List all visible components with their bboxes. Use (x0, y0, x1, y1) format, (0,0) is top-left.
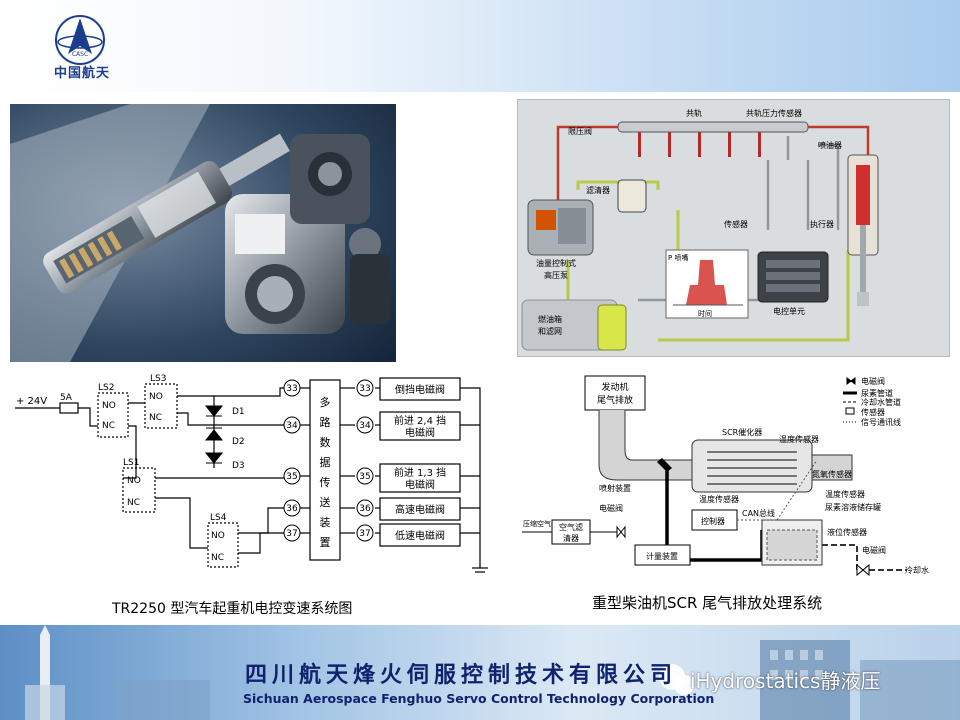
ls1-no: NO (127, 476, 141, 486)
right-pin-37: 37 (359, 529, 370, 539)
common-rail-label: 共轨 (686, 108, 702, 118)
ls2-no: NO (102, 401, 116, 411)
p-nozzle-label: P 喷嘴 (668, 253, 688, 262)
casc-badge-text: CASC (72, 51, 88, 58)
time-label: 时间 (698, 309, 712, 318)
footer-scenery-icon (25, 625, 960, 720)
ls3-no: NO (149, 392, 163, 402)
ecu-label: 电控单元 (773, 306, 805, 316)
mux-char-1: 路 (320, 416, 331, 429)
engine-label-line2: 尾气排放 (597, 394, 633, 406)
valve-fwd24-line2: 电磁阀 (405, 426, 435, 439)
valve-fwd13-line2: 电磁阀 (405, 478, 435, 491)
valve-fwd13-line1: 前进 1,3 挡 (394, 466, 446, 479)
scr-exhaust-diagram: 发动机 尾气排放 SCR催化器 温度传感器 氮氧传感器 温度传感器 尿素溶液储存… (517, 370, 937, 580)
d3-label: D3 (232, 461, 245, 471)
valve-fwd24-line1: 前进 2,4 挡 (394, 414, 446, 427)
level-sensor-label: 液位传感器 (827, 527, 867, 537)
ls4-no: NO (211, 531, 225, 541)
solenoid-left-label: 电磁阀 (599, 503, 623, 513)
ls3-label: LS3 (150, 374, 166, 384)
coolant-label: 冷却水 (905, 565, 929, 575)
sensor-label: 传感器 (724, 219, 748, 229)
actuator-label: 执行器 (810, 219, 834, 229)
temp-sensor2-label: 温度传感器 (825, 489, 865, 499)
injector-device-label: 喷射装置 (599, 483, 631, 493)
common-rail-schematic: 共轨 共轨压力传感器 限压阀 喷油器 滤清器 传感器 执行器 油量控制式 高压泵… (518, 100, 949, 356)
legend-solenoid: 电磁阀 (861, 376, 885, 386)
mux-char-7: 置 (320, 536, 331, 549)
logo-caption: 中国航天 (53, 66, 110, 81)
catalyst-label: SCR催化器 (722, 427, 762, 437)
tank-label-line1: 燃油箱 (538, 314, 562, 324)
mux-char-4: 传 (320, 476, 331, 489)
solenoid-right-label: 电磁阀 (862, 545, 886, 555)
supply-voltage-label: + 24V (16, 396, 47, 407)
company-name-en: Sichuan Aerospace Fenghuo Servo Control … (243, 691, 715, 706)
transmission-circuit-diagram: + 24V 5A LS2 LS3 LS1 LS4 NO NC NO NC NO … (10, 368, 495, 578)
valve-low-speed: 低速电磁阀 (395, 529, 445, 542)
footer-banner: 四川航天烽火伺服控制技术有限公司 Sichuan Aerospace Fengh… (0, 625, 960, 720)
temp-sensor-label: 温度传感器 (779, 434, 819, 444)
air-filter-line1: 空气滤 (559, 522, 583, 532)
left-pin-37: 37 (286, 529, 297, 539)
tank-label-line2: 和滤网 (538, 326, 562, 336)
left-pin-35: 35 (286, 472, 297, 482)
engine-label-line1: 发动机 (601, 381, 628, 393)
air-filter-line2: 清器 (563, 533, 579, 543)
mux-char-5: 送 (320, 495, 331, 509)
valve-high-speed: 高速电磁阀 (395, 503, 445, 516)
ls2-nc: NC (102, 421, 115, 431)
rail-pressure-sensor-label: 共轨压力传感器 (746, 108, 802, 118)
controller-label: 控制器 (701, 516, 725, 526)
fuse-label: 5A (60, 393, 73, 403)
legend-signal-line: 信号通讯线 (861, 417, 901, 427)
wechat-watermark: iHydrostatics静液压 (690, 669, 881, 693)
ls3-nc: NC (149, 413, 162, 423)
ls4-label: LS4 (210, 513, 227, 523)
legend-sensor: 传感器 (861, 407, 885, 417)
ls1-label: LS1 (123, 458, 139, 468)
filter-label: 滤清器 (586, 185, 610, 195)
header-banner: CASC 中国航天 (0, 0, 960, 92)
urea-tank-label: 尿素溶液储存罐 (825, 502, 881, 512)
mux-char-3: 据 (320, 455, 331, 469)
pump-label-line1: 油量控制式 (536, 258, 576, 268)
right-pin-36: 36 (359, 504, 371, 514)
ls4-nc: NC (211, 553, 224, 563)
valve-reverse: 倒挡电磁阀 (395, 383, 445, 396)
can-bus-label: CAN总线 (742, 508, 775, 518)
legend-coolant-line: 冷却水管道 (861, 397, 901, 407)
nox-sensor-label: 氮氧传感器 (812, 469, 852, 479)
d1-label: D1 (232, 407, 245, 417)
circuit-schematic: + 24V 5A LS2 LS3 LS1 LS4 NO NC NO NC NO … (15, 374, 488, 573)
left-pin-33: 33 (286, 384, 297, 394)
mux-char-0: 多 (320, 395, 331, 409)
d2-label: D2 (232, 437, 245, 447)
fuel-pump-photo (10, 104, 396, 362)
circuit-caption: TR2250 型汽车起重机电控变速系统图 (112, 601, 353, 617)
pump-photo-illustration (10, 104, 396, 362)
limit-valve-label: 限压阀 (568, 127, 592, 136)
left-pin-34: 34 (286, 421, 298, 431)
scr-schematic: 发动机 尾气排放 SCR催化器 温度传感器 氮氧传感器 温度传感器 尿素溶液储存… (522, 375, 929, 577)
company-name-cn: 四川航天烽火伺服控制技术有限公司 (245, 663, 678, 688)
scr-caption: 重型柴油机SCR 尾气排放处理系统 (592, 594, 823, 612)
mux-char-6: 装 (320, 516, 331, 529)
right-pin-35: 35 (359, 472, 370, 482)
temp-sensor3-label: 温度传感器 (699, 494, 739, 504)
air-label: 压缩空气 (523, 519, 551, 528)
injector-label: 喷油器 (818, 140, 842, 150)
ls1-nc: NC (127, 498, 140, 508)
legend-urea-line: 尿素管道 (861, 388, 893, 398)
common-rail-diagram: 共轨 共轨压力传感器 限压阀 喷油器 滤清器 传感器 执行器 油量控制式 高压泵… (517, 99, 950, 357)
mux-char-2: 数 (320, 436, 331, 449)
casc-logo-icon: CASC (55, 15, 105, 65)
pump-label-line2: 高压泵 (544, 270, 568, 280)
left-pin-36: 36 (286, 504, 298, 514)
meter-label: 计量装置 (646, 551, 678, 561)
ls2-label: LS2 (98, 383, 114, 393)
right-pin-34: 34 (359, 421, 371, 431)
right-pin-33: 33 (359, 384, 370, 394)
